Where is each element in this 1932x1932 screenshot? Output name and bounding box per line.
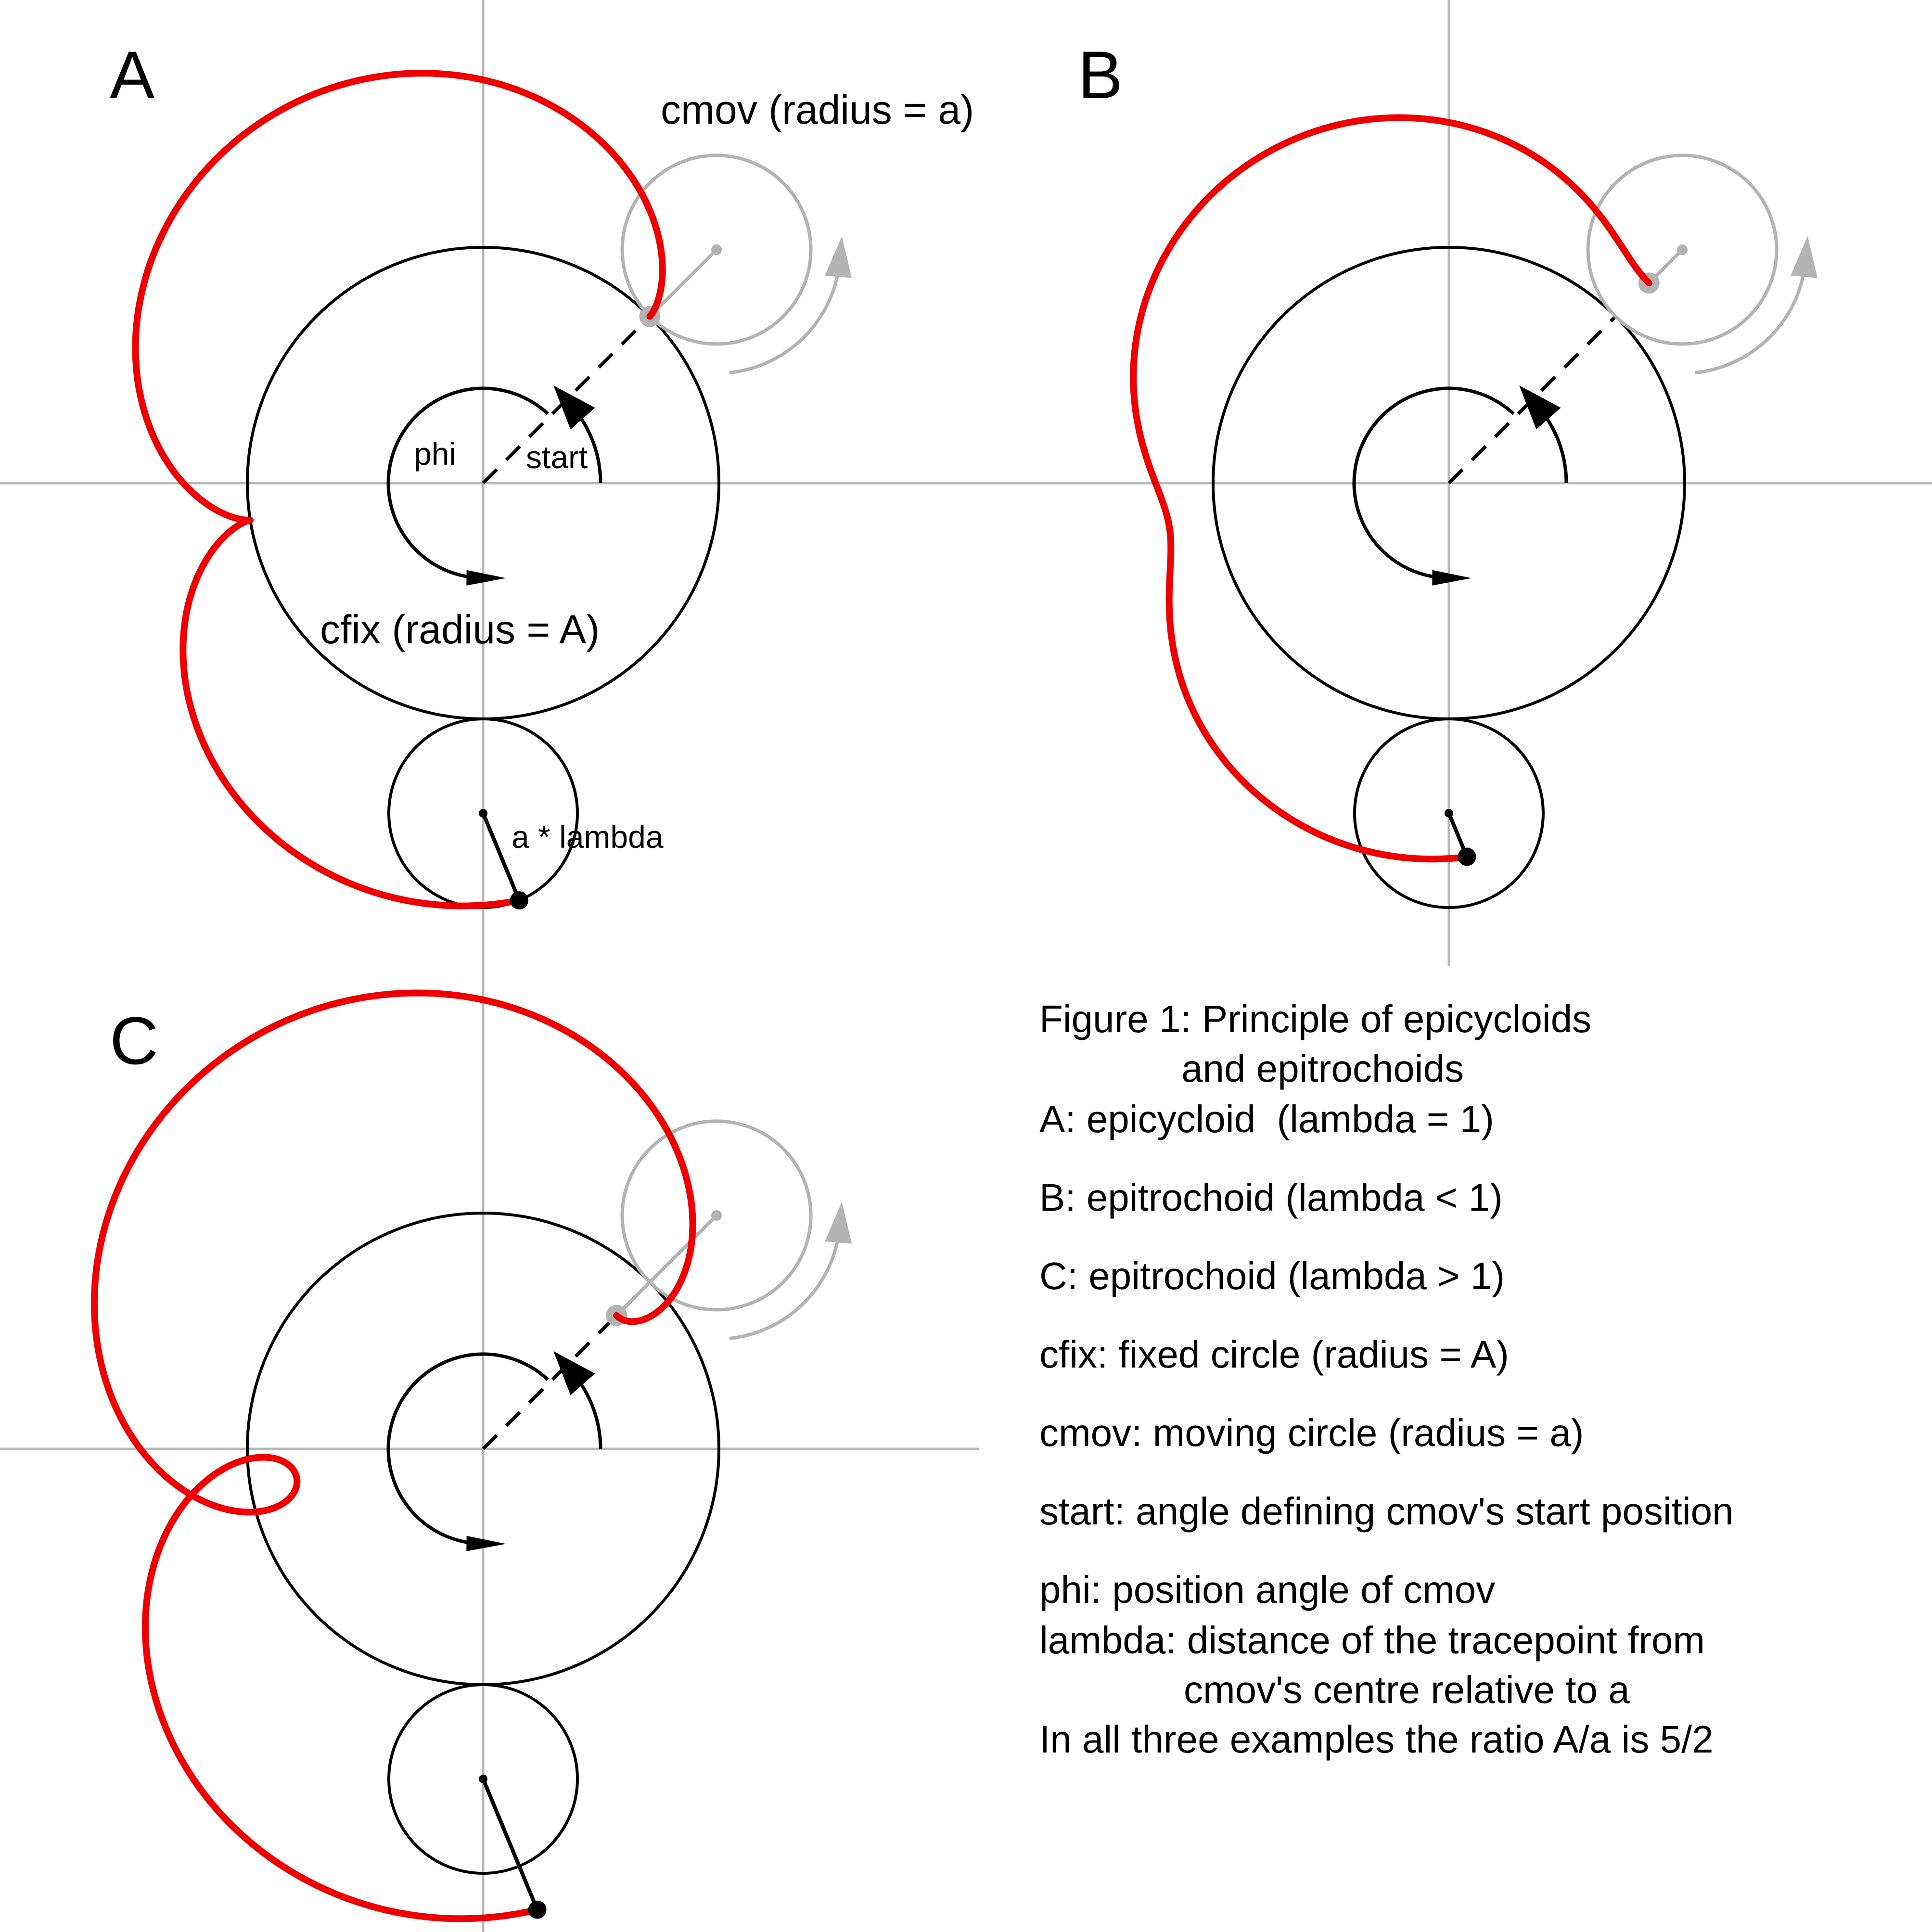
legend-line: In all three examples the ratio A/a is 5… — [1039, 1718, 1714, 1761]
cmov-spin-arrow-A — [825, 236, 852, 278]
phi-angle-arc-B — [1352, 386, 1515, 580]
panel-letter-B: B — [1078, 37, 1123, 113]
trace-curve-B — [1130, 114, 1652, 863]
phi-angle-arrow-B — [1432, 570, 1472, 586]
start-dashed-radius-A — [482, 315, 651, 485]
start-dashed-radius-B — [1447, 315, 1617, 485]
trace-arm-C — [481, 1778, 539, 1911]
tracepoint-dot-B — [1458, 847, 1476, 866]
phi-angle-arrow-A — [466, 570, 506, 586]
trace-curve-C — [90, 989, 696, 1922]
bottom-centre-dot-C — [479, 1775, 487, 1783]
cmov-radius-line-C — [615, 1214, 718, 1317]
trace-arm-label: a * lambda — [512, 819, 664, 855]
phi-angle-arc-A — [386, 386, 549, 580]
panel-letter-A: A — [110, 37, 155, 113]
trace-arm-A — [481, 812, 521, 901]
legend-line: and epitrochoids — [1181, 1047, 1464, 1090]
cmov-centre-dot-B — [1677, 244, 1688, 255]
tracepoint-dot-C — [528, 1900, 547, 1919]
legend-line: start: angle defining cmov's start posit… — [1039, 1490, 1734, 1533]
moving-circle-start-C — [620, 1119, 813, 1312]
trace-curve-A — [132, 70, 666, 909]
cmov-spin-arc-C — [729, 1228, 842, 1340]
legend-line: lambda: distance of the tracepoint from — [1039, 1619, 1705, 1662]
cmov-spin-arc-A — [729, 262, 842, 374]
phi-label: phi — [414, 436, 457, 472]
start-angle-arrow-B — [1519, 385, 1561, 430]
moving-circle-bottom-C — [387, 1683, 579, 1875]
legend-line: cfix: fixed circle (radius = A) — [1039, 1333, 1509, 1376]
cfix-label: cfix (radius = A) — [320, 607, 600, 652]
panel-letter-C: C — [110, 1003, 159, 1078]
start-angle-arrow-A — [553, 385, 595, 430]
cmov-label: cmov (radius = a) — [661, 87, 974, 132]
legend-line: cmov: moving circle (radius = a) — [1039, 1411, 1584, 1454]
cmov-centre-dot-C — [711, 1210, 722, 1221]
bottom-centre-dot-A — [479, 809, 487, 818]
legend-line: C: epitrochoid (lambda > 1) — [1039, 1254, 1505, 1297]
cmov-centre-dot-A — [711, 244, 722, 255]
cmov-radius-line-A — [649, 248, 718, 318]
legend-line: B: epitrochoid (lambda < 1) — [1039, 1176, 1503, 1219]
phi-angle-arrow-C — [466, 1535, 506, 1551]
cmov-spin-arrow-C — [825, 1202, 852, 1244]
start-label: start — [526, 439, 588, 475]
moving-circle-start-A — [620, 154, 813, 346]
tracepoint-dot-A — [510, 891, 529, 910]
start-angle-arrow-C — [553, 1351, 595, 1395]
legend-line: Figure 1: Principle of epicycloids — [1039, 998, 1592, 1040]
legend-line: A: epicycloid (lambda = 1) — [1039, 1098, 1494, 1140]
legend-line: phi: position angle of cmov — [1039, 1568, 1496, 1611]
moving-circle-start-B — [1586, 154, 1778, 346]
moving-circle-bottom-B — [1353, 717, 1545, 909]
cmov-spin-arrow-B — [1791, 236, 1817, 278]
cmov-spin-arc-B — [1695, 262, 1807, 374]
phi-angle-arc-C — [386, 1352, 549, 1546]
legend-line: cmov's centre relative to a — [1184, 1668, 1630, 1711]
bottom-centre-dot-B — [1445, 809, 1453, 818]
